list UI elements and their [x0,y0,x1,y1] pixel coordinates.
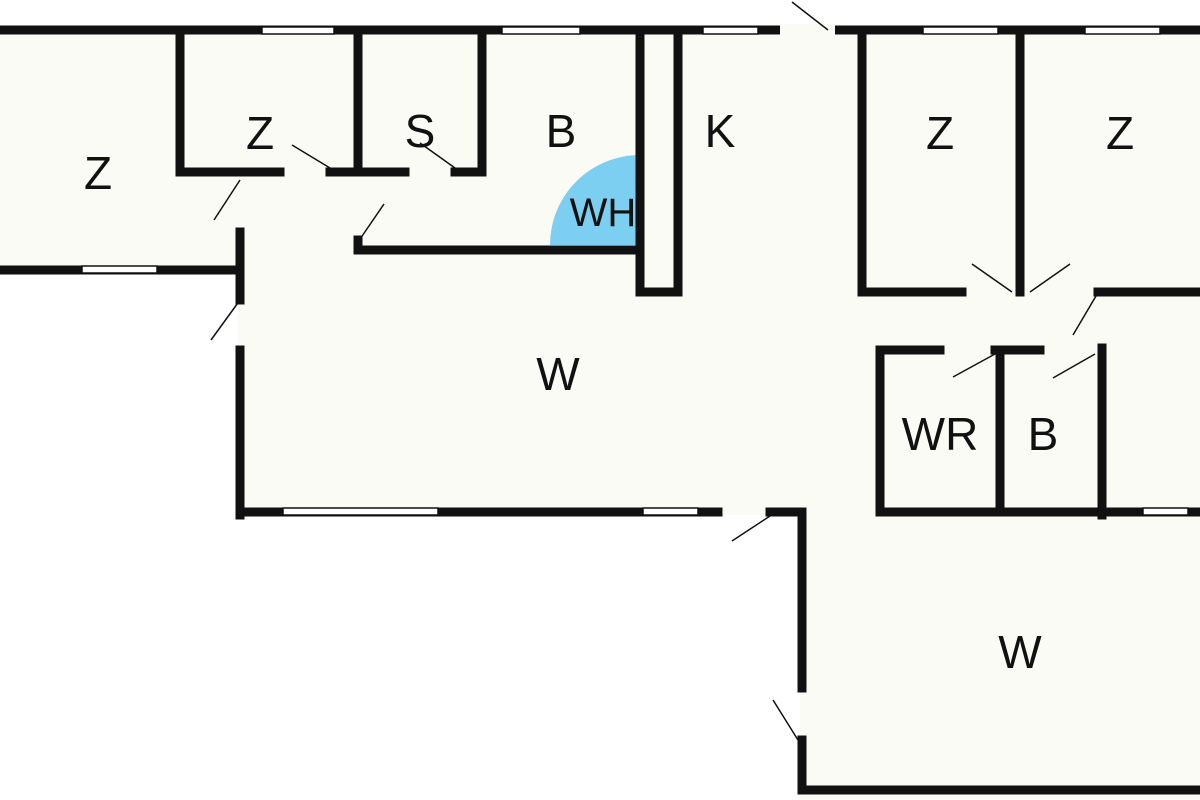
window-4 [922,26,999,35]
fill-south-east [800,510,1200,800]
windows [81,26,1189,516]
label-bedroom-small: Z [246,107,274,159]
label-water-heater: WH [570,191,637,235]
fill-middle [238,240,1200,515]
door-entrance-gap [780,24,835,37]
door-terrace-swing [772,699,799,741]
window-7 [282,507,439,516]
walls [0,25,1200,795]
label-living-main: W [536,348,580,400]
door-bedroom-ne2-swing [1029,263,1071,293]
window-8 [642,507,699,516]
door-storage-swing [419,142,456,169]
label-wc: WR [902,408,979,460]
door-bedroom-ne1-swing [971,263,1013,293]
window-6 [81,265,158,274]
door-bathroom-north-swing [357,203,385,243]
door-exterior-west-swing [210,299,241,341]
label-bathroom-east: B [1028,408,1059,460]
window-2 [501,26,581,35]
label-living-south: W [998,626,1042,678]
water-heater-shape [550,155,640,245]
window-1 [261,26,335,35]
window-9 [1142,507,1189,516]
label-bedroom-ne1: Z [926,107,954,159]
door-bedroom-west-swing [213,179,241,221]
window-3 [702,26,759,35]
door-entrance-swing [791,1,829,31]
door-exterior-east-swing [1072,295,1097,336]
label-kitchen: K [705,105,736,157]
door-bedroom-small-swing [291,144,331,169]
fill-north-west [0,30,780,270]
door-bathroom-east-swing [1052,353,1096,379]
label-bedroom-west: Z [84,147,112,199]
room-fills [0,30,1200,800]
door-living-south-swing [731,515,771,542]
label-bathroom-north: B [546,105,577,157]
label-storage: S [405,105,436,157]
doors [210,1,1097,741]
room-labels: Z Z S B WH K Z Z W WR B W [84,105,1134,678]
window-5 [1084,26,1161,35]
label-bedroom-ne2: Z [1106,107,1134,159]
door-wc-swing [952,353,996,378]
